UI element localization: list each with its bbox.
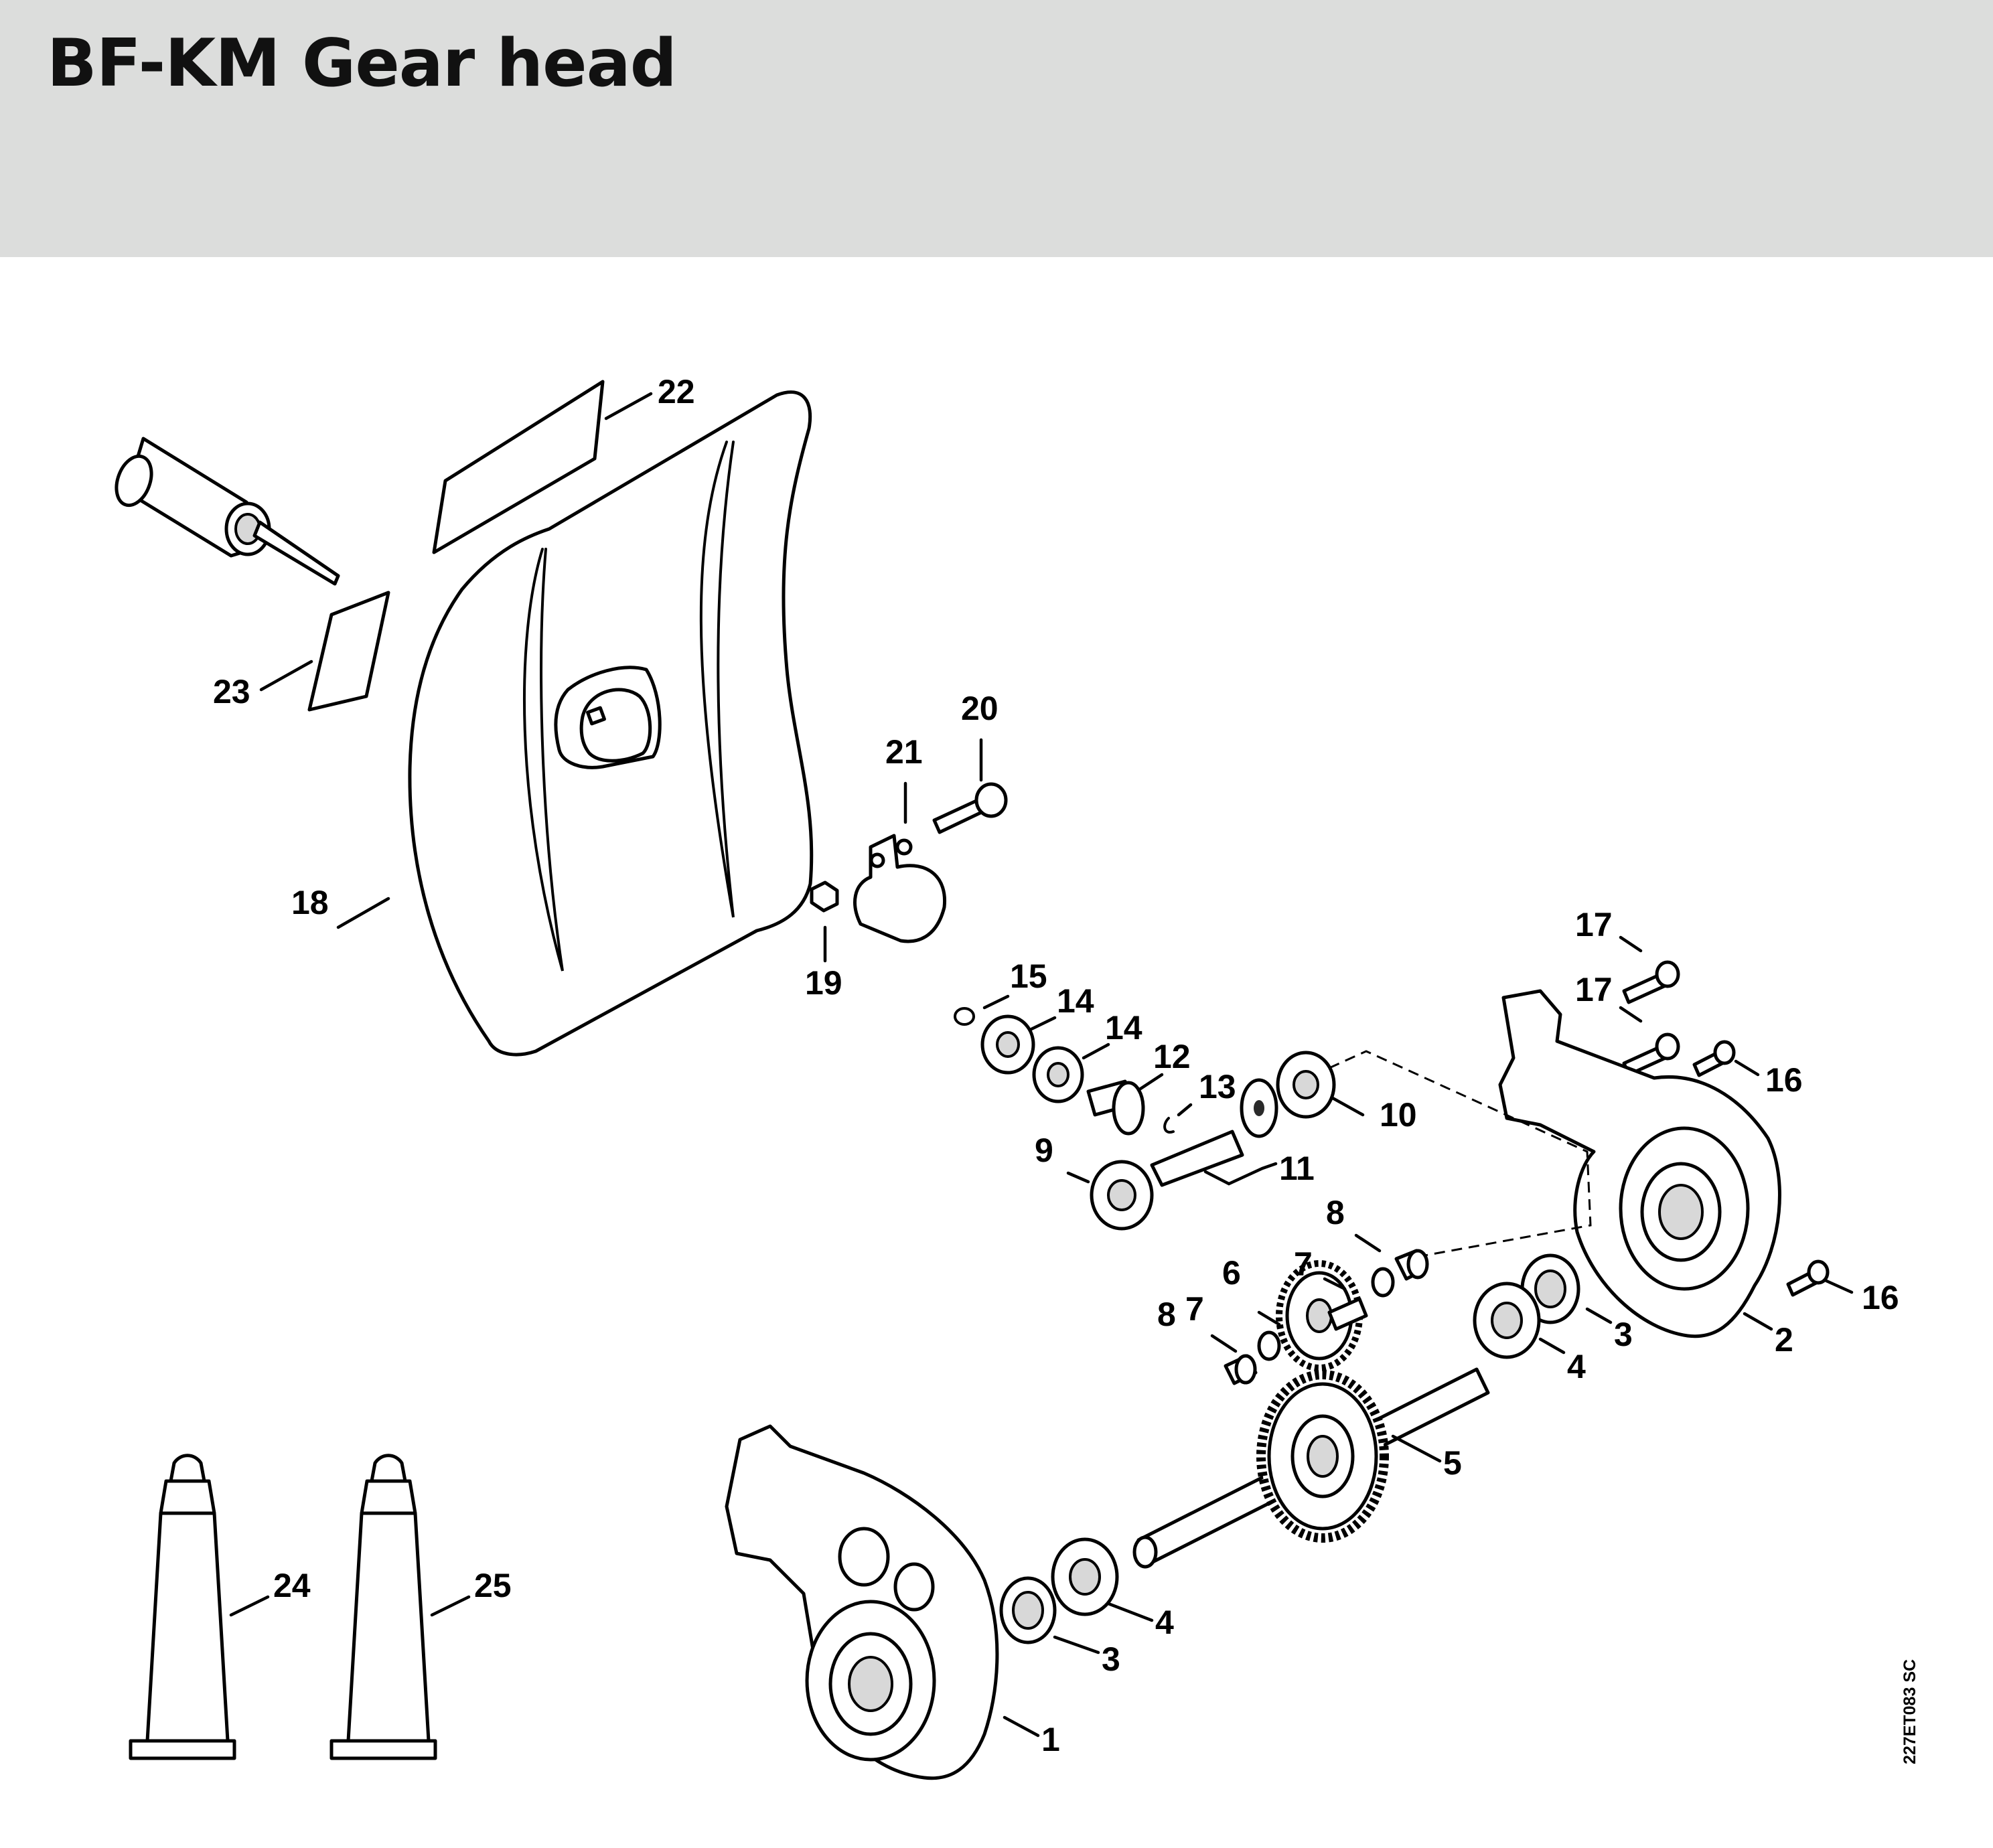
callout-12: 12 xyxy=(1153,1038,1191,1075)
intermediate-gear-part xyxy=(1276,1260,1368,1371)
drive-tube-part xyxy=(115,437,340,586)
output-shaft-part xyxy=(1132,1367,1490,1569)
callout-6: 6 xyxy=(1222,1254,1241,1292)
bearing-14b-part xyxy=(1032,1046,1084,1103)
callout-11: 11 xyxy=(1279,1150,1315,1187)
header-bar: BF-KM Gear head xyxy=(0,0,1993,257)
callout-17b: 17 xyxy=(1575,971,1613,1008)
callout-3b: 3 xyxy=(1614,1316,1633,1353)
bearing-9-part xyxy=(1090,1160,1154,1231)
washer-7b-part xyxy=(1257,1330,1281,1361)
callout-10: 10 xyxy=(1380,1096,1417,1134)
page-title: BF-KM Gear head xyxy=(47,25,677,102)
callout-2: 2 xyxy=(1775,1321,1793,1359)
bevel-pinion-part xyxy=(1086,1079,1145,1136)
callout-18: 18 xyxy=(291,884,329,921)
callout-7a: 7 xyxy=(1294,1245,1313,1283)
seal-3a-part xyxy=(999,1576,1057,1644)
assembly-guide-line xyxy=(1329,1050,1592,1260)
label-22-part xyxy=(432,380,605,554)
callout-5: 5 xyxy=(1443,1444,1462,1482)
bearing-14a-part xyxy=(980,1014,1035,1075)
callout-20: 20 xyxy=(961,690,999,727)
callout-14a: 14 xyxy=(1057,982,1094,1020)
bearing-4a-part xyxy=(1051,1537,1119,1616)
callout-16a: 16 xyxy=(1765,1061,1803,1099)
sleeve-8b-part xyxy=(1224,1354,1258,1385)
callout-3a: 3 xyxy=(1102,1640,1120,1678)
sleeve-8a-part xyxy=(1394,1249,1429,1281)
grease-tube-24-part xyxy=(129,1454,236,1760)
deflector-shield-part xyxy=(408,390,814,1057)
callout-23: 23 xyxy=(213,673,250,710)
callout-4a: 4 xyxy=(1155,1604,1174,1641)
bearing-4b-part xyxy=(1473,1282,1541,1359)
callout-7b: 7 xyxy=(1185,1290,1204,1328)
callout-8b: 8 xyxy=(1157,1296,1176,1333)
hex-nut-part xyxy=(810,880,839,913)
leader-lines xyxy=(229,392,1854,1738)
screw-20-part xyxy=(932,782,1008,834)
callout-16b: 16 xyxy=(1862,1279,1899,1316)
callout-25: 25 xyxy=(474,1567,512,1604)
callout-8a: 8 xyxy=(1326,1194,1345,1231)
drawing-code: 227ET083 SC xyxy=(1901,1659,1919,1764)
callout-13: 13 xyxy=(1199,1068,1236,1105)
snap-ring-part xyxy=(1163,1117,1175,1134)
callout-22: 22 xyxy=(658,373,695,410)
clamp-part xyxy=(853,834,947,943)
callout-24: 24 xyxy=(273,1567,311,1604)
callout-21: 21 xyxy=(885,733,923,771)
callout-4b: 4 xyxy=(1567,1348,1586,1385)
bevel-gear-part xyxy=(1150,1078,1278,1187)
grease-tube-25-part xyxy=(329,1454,437,1760)
label-23-part xyxy=(307,591,390,712)
gearbox-cover-part xyxy=(1498,989,1781,1338)
screw-16b-part xyxy=(1786,1259,1830,1297)
callout-1: 1 xyxy=(1041,1721,1060,1758)
bearing-10-part xyxy=(1276,1051,1336,1119)
washer-7a-part xyxy=(1371,1267,1395,1298)
callout-9: 9 xyxy=(1035,1132,1053,1169)
screw-17a-part xyxy=(1622,960,1680,1004)
callout-labels: 22 23 18 20 21 19 15 14 14 12 13 10 11 9… xyxy=(213,373,1899,1758)
gearbox-housing-part xyxy=(725,1424,999,1780)
callout-17a: 17 xyxy=(1575,906,1613,943)
callout-19: 19 xyxy=(805,964,842,1002)
screw-16a-part xyxy=(1692,1040,1736,1077)
callout-14b: 14 xyxy=(1105,1009,1142,1047)
circlip-part xyxy=(954,1007,975,1026)
callout-15: 15 xyxy=(1010,957,1047,995)
